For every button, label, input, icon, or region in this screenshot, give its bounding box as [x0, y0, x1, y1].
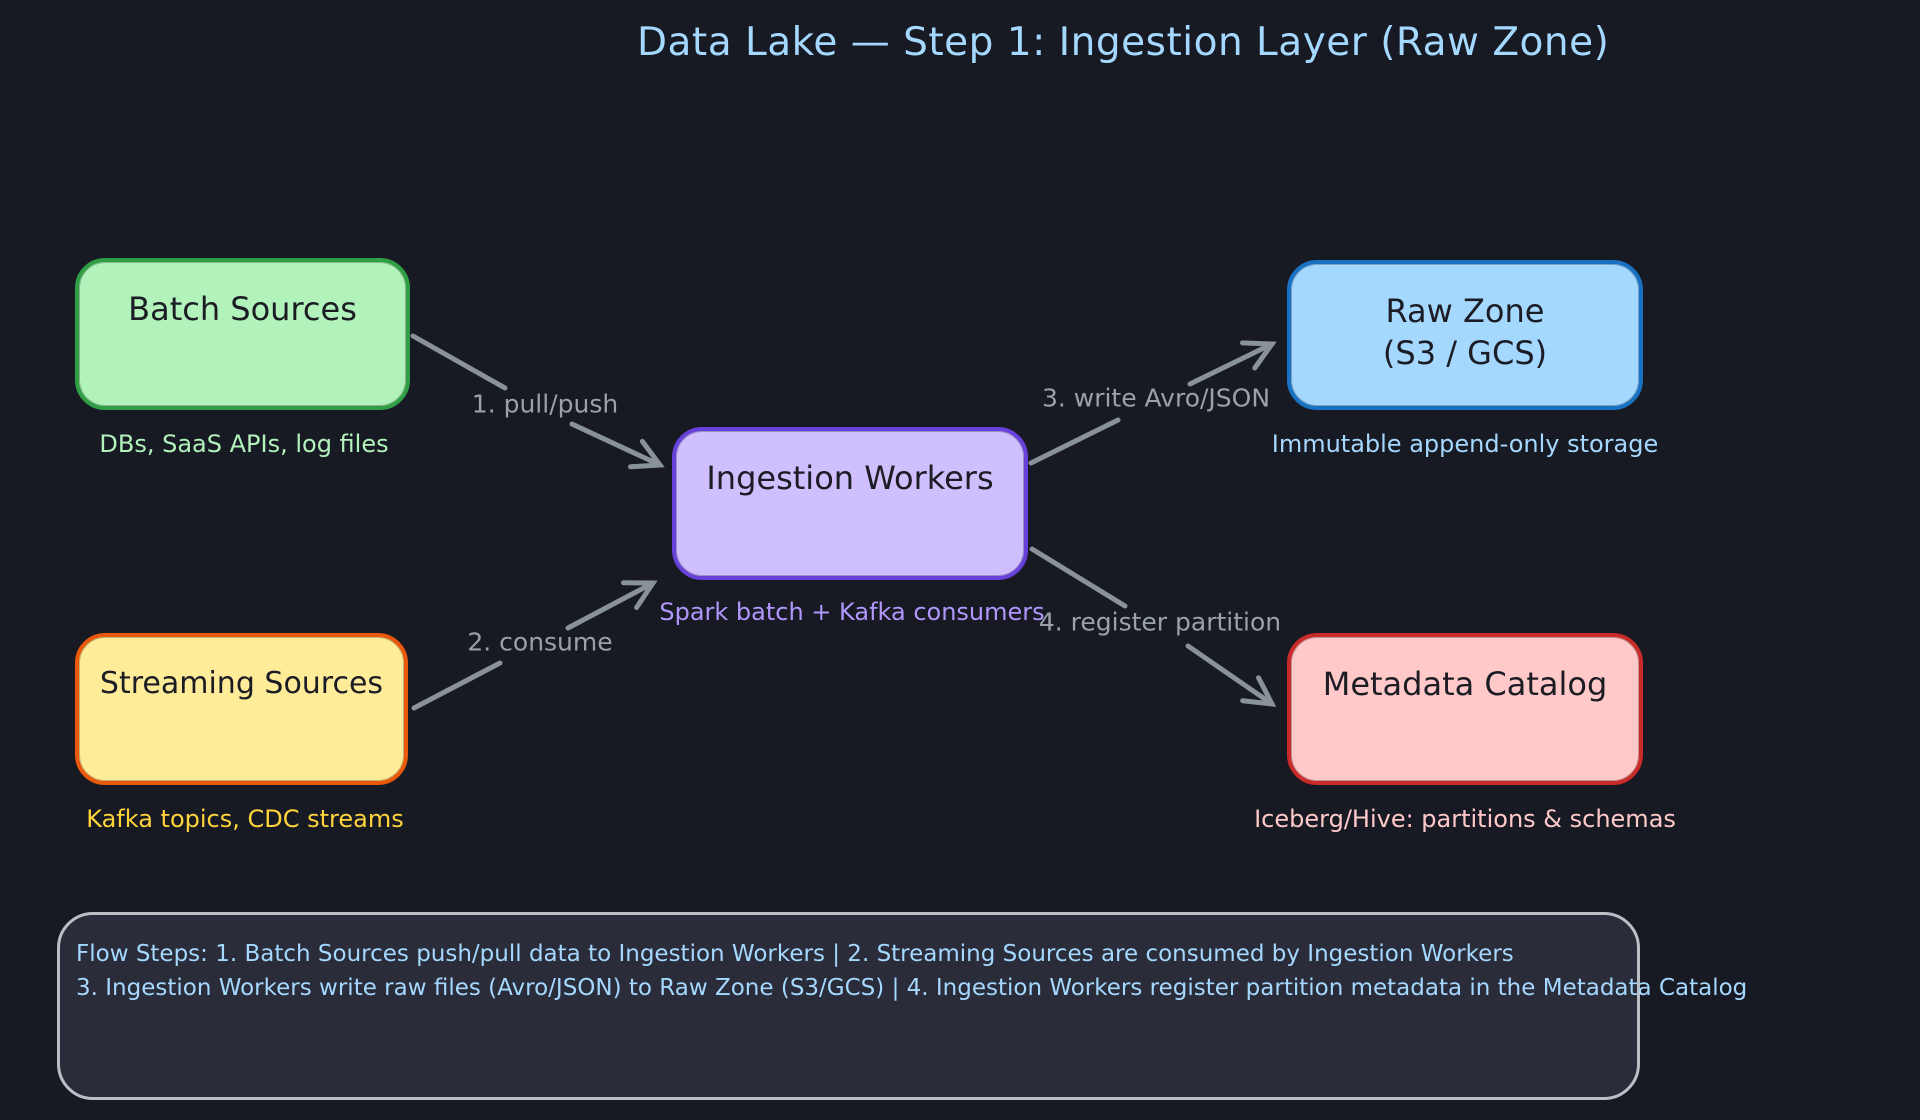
node-metadata-catalog-caption: Iceberg/Hive: partitions & schemas — [1254, 805, 1676, 833]
node-metadata-catalog[interactable]: Metadata Catalog — [1287, 633, 1643, 785]
node-streaming-sources[interactable]: Streaming Sources — [75, 633, 408, 785]
edge-label-pull-push: 1. pull/push — [471, 389, 619, 419]
node-batch-sources-caption: DBs, SaaS APIs, log files — [99, 430, 389, 458]
node-metadata-catalog-label: Metadata Catalog — [1322, 665, 1608, 703]
node-streaming-sources-label: Streaming Sources — [99, 666, 384, 701]
arrow-ingestion-to-catalog[interactable] — [1029, 546, 1277, 707]
node-raw-zone-label: Raw Zone (S3 / GCS) — [1382, 292, 1548, 372]
arrow-ingestion-to-rawzone[interactable] — [1028, 340, 1277, 466]
node-ingestion-workers[interactable]: Ingestion Workers — [672, 427, 1028, 580]
diagram-title: Data Lake — Step 1: Ingestion Layer (Raw… — [637, 20, 1610, 65]
arrow-batch-to-ingestion[interactable] — [410, 333, 665, 470]
node-raw-zone-caption: Immutable append-only storage — [1271, 430, 1659, 458]
flow-steps-box[interactable]: Flow Steps: 1. Batch Sources push/pull d… — [57, 912, 1748, 1100]
edge-label-register-partition: 4. register partition — [1038, 607, 1282, 637]
node-streaming-sources-caption: Kafka topics, CDC streams — [86, 805, 404, 833]
node-ingestion-workers-label: Ingestion Workers — [706, 459, 994, 497]
node-ingestion-workers-caption: Spark batch + Kafka consumers — [659, 598, 1045, 626]
edge-label-write-avro-json: 3. write Avro/JSON — [1041, 383, 1271, 413]
flow-steps-line-2: 3. Ingestion Workers write raw files (Av… — [76, 975, 1748, 1001]
node-batch-sources[interactable]: Batch Sources — [75, 258, 410, 410]
flow-steps-line-1: Flow Steps: 1. Batch Sources push/pull d… — [76, 941, 1514, 967]
node-raw-zone[interactable]: Raw Zone (S3 / GCS) — [1287, 260, 1643, 410]
arrow-streaming-to-ingestion[interactable] — [411, 580, 658, 711]
edge-label-consume: 2. consume — [467, 627, 613, 657]
node-batch-sources-label: Batch Sources — [128, 290, 357, 328]
